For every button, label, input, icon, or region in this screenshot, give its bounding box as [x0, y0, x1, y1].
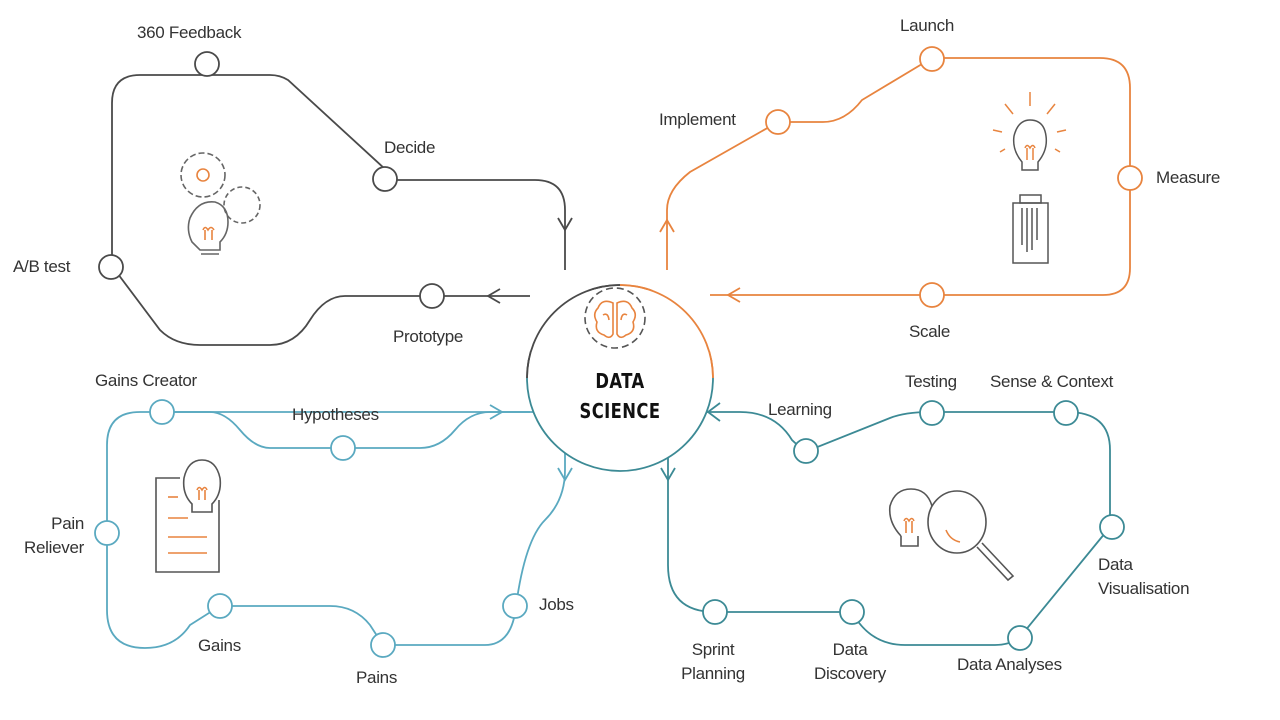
node-hypotheses[interactable]: [330, 435, 356, 461]
node-testing[interactable]: [919, 400, 945, 426]
label-scale: Scale: [909, 322, 951, 341]
node-data-analyses[interactable]: [1007, 625, 1033, 651]
label-sense-context: Sense & Context: [990, 372, 1114, 391]
arrow-down-bottom-left: [557, 467, 573, 482]
lightbulb-magnifier-icon: [888, 488, 1015, 582]
label-sprint-planning: Sprint Planning: [681, 640, 745, 683]
label-360-feedback: 360 Feedback: [137, 23, 242, 42]
center-title-line1: DATA: [595, 369, 645, 393]
label-gains-creator: Gains Creator: [95, 371, 197, 390]
arrow-up-top-right: [659, 218, 675, 233]
nodes-top-left: [98, 51, 445, 309]
label-data-discovery: Data Discovery: [814, 640, 886, 683]
loop-top-left: [111, 74, 573, 346]
arrow-left-top-right: [726, 287, 741, 303]
label-data-analyses: Data Analyses: [957, 655, 1062, 674]
label-pains: Pains: [356, 668, 398, 687]
label-ab-test: A/B test: [13, 257, 71, 276]
arrow-down-top-left: [557, 217, 573, 232]
label-hypotheses: Hypotheses: [292, 405, 379, 424]
node-prototype[interactable]: [419, 283, 445, 309]
node-sprint-planning[interactable]: [702, 599, 728, 625]
loop-path-bottom-left: [106, 411, 566, 649]
document-lightbulb-icon: [155, 459, 222, 573]
loop-path-top-right: [666, 57, 1131, 296]
nodes-top-right: [765, 46, 1143, 308]
lightbulb-battery-icon: [992, 92, 1067, 264]
nodes-bottom-left: [94, 399, 528, 658]
label-testing: Testing: [905, 372, 957, 391]
node-pains[interactable]: [370, 632, 396, 658]
label-jobs: Jobs: [539, 595, 574, 614]
arrow-down-bottom-right: [660, 467, 676, 482]
node-ab-test[interactable]: [98, 254, 124, 280]
node-pain-reliever[interactable]: [94, 520, 120, 546]
node-jobs[interactable]: [502, 593, 528, 619]
label-measure: Measure: [1156, 168, 1221, 187]
center-title-line2: SCIENCE: [579, 399, 661, 423]
label-prototype: Prototype: [393, 327, 464, 346]
gears-lightbulb-icon: [180, 152, 261, 255]
label-data-visualisation: Data Visualisation: [1098, 555, 1190, 598]
label-implement: Implement: [659, 110, 736, 129]
node-data-visualisation[interactable]: [1099, 514, 1125, 540]
node-data-discovery[interactable]: [839, 599, 865, 625]
node-gains-creator[interactable]: [149, 399, 175, 425]
label-gains: Gains: [198, 636, 241, 655]
loop-path-top-left: [111, 74, 566, 346]
loop-path-bottom-right: [667, 411, 1111, 646]
loop-top-right: [659, 57, 1131, 303]
node-learning[interactable]: [793, 438, 819, 464]
label-pain-reliever: Pain Reliever: [24, 514, 84, 557]
node-gains[interactable]: [207, 593, 233, 619]
label-learning: Learning: [768, 400, 832, 419]
center-hub[interactable]: [526, 284, 714, 472]
nodes-bottom-right: [702, 400, 1125, 651]
node-decide[interactable]: [372, 166, 398, 192]
arrow-right-bottom-left: [489, 404, 504, 420]
loop-bottom-right: [660, 402, 1111, 646]
brain-gear-icon: [584, 287, 646, 349]
node-measure[interactable]: [1117, 165, 1143, 191]
arrow-left-top-left: [486, 288, 501, 304]
label-launch: Launch: [900, 16, 954, 35]
arrow-left-bottom-right: [706, 402, 721, 422]
node-implement[interactable]: [765, 109, 791, 135]
label-decide: Decide: [384, 138, 436, 157]
node-scale[interactable]: [919, 282, 945, 308]
node-360-feedback[interactable]: [194, 51, 220, 77]
node-sense-context[interactable]: [1053, 400, 1079, 426]
node-launch[interactable]: [919, 46, 945, 72]
